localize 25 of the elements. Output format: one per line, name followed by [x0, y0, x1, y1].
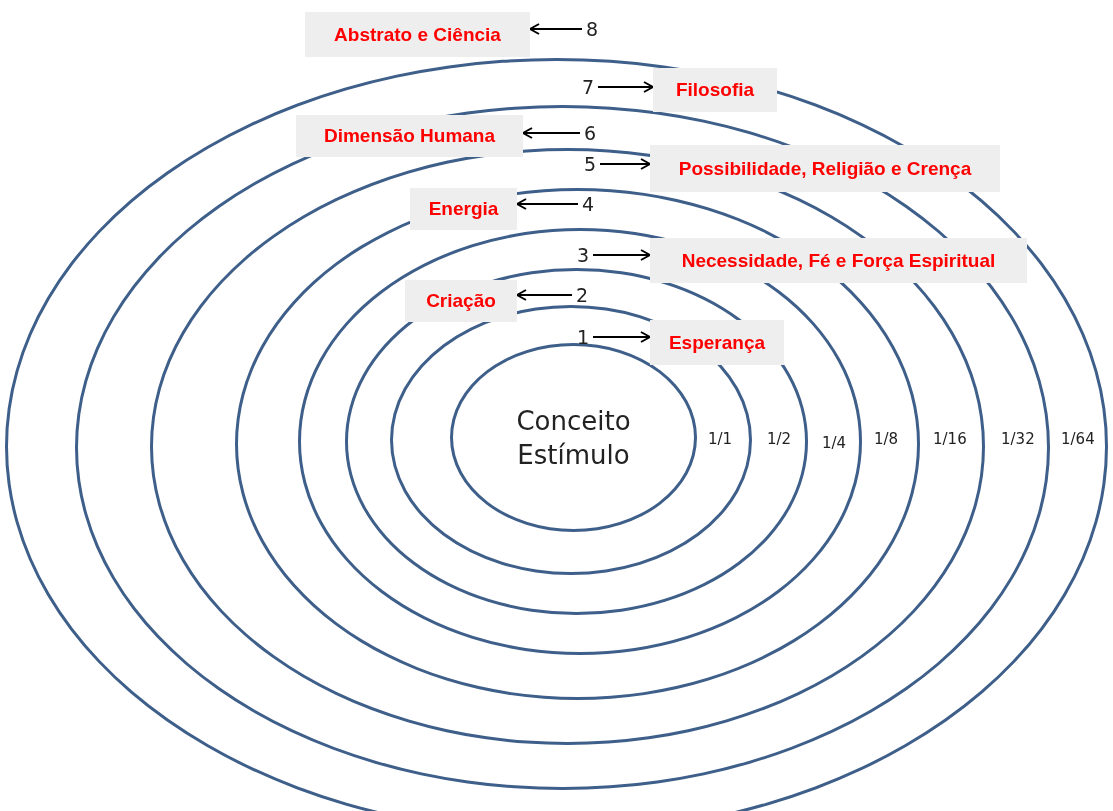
fraction-label: 1/16 [932, 430, 968, 448]
level-label: Abstrato e Ciência [305, 12, 530, 57]
fraction-label: 1/2 [766, 430, 793, 448]
fraction-label: 1/64 [1060, 430, 1096, 448]
fraction-label: 1/4 [821, 434, 848, 452]
arrow [599, 158, 651, 170]
fraction-label: 1/8 [873, 430, 900, 448]
arrow [529, 23, 583, 35]
level-number: 3 [573, 243, 593, 267]
arrow [516, 289, 573, 301]
fraction-label: 1/32 [1000, 430, 1036, 448]
level-number: 4 [578, 192, 598, 216]
arrow [597, 81, 654, 93]
arrow [592, 249, 651, 261]
center-text: Conceito Estímulo [515, 404, 632, 472]
level-number: 7 [578, 75, 598, 99]
level-number: 8 [582, 17, 602, 41]
level-number: 1 [573, 325, 593, 349]
arrow [592, 331, 651, 343]
level-number: 6 [580, 121, 600, 145]
arrow [516, 198, 579, 210]
fraction-label: 1/1 [707, 430, 734, 448]
level-number: 2 [572, 283, 592, 307]
level-number: 5 [580, 152, 600, 176]
arrow [522, 127, 581, 139]
